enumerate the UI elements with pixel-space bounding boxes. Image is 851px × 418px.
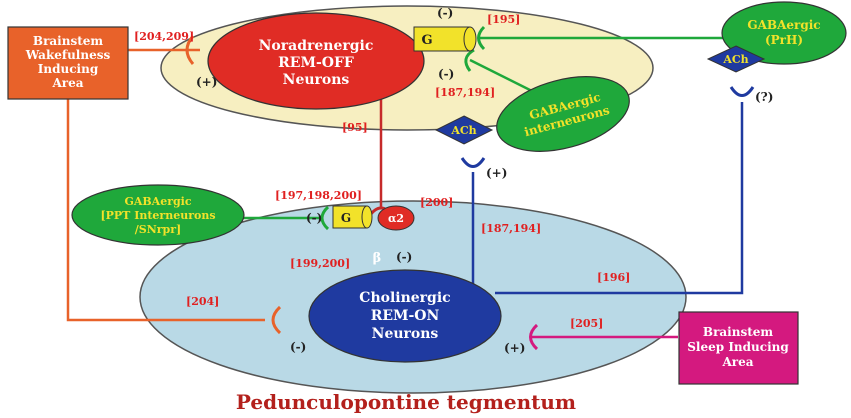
wake-to-ppt-line — [66, 98, 265, 322]
ref-199-200: [199,200] — [290, 257, 350, 270]
sign-minus-ppt: (-) — [306, 211, 322, 225]
noradrenergic-line-1: Noradrenergic — [259, 38, 374, 54]
ref-187-194-mid: [187,194] — [481, 222, 541, 235]
g-receptor-top-cap — [463, 26, 477, 52]
ach-inter-label: ACh — [450, 124, 476, 137]
ref-196: [196] — [597, 271, 630, 284]
g-receptor-mid-cap — [361, 205, 373, 229]
prh-synapse-fork — [477, 25, 486, 51]
brainstem-wake-line-4: Area — [51, 76, 83, 90]
gaba-prh-line-1: GABAergic — [747, 18, 820, 32]
diagram-title: Pedunculopontine tegmentum — [236, 390, 576, 414]
alpha2-label: α2 — [388, 212, 404, 225]
ppt-synapse-fork — [320, 205, 330, 231]
sign-plus-sleep: (+) — [504, 341, 525, 355]
beta-label: β — [373, 251, 382, 266]
inter-to-g-line — [469, 58, 541, 97]
inter-synapse-fork — [464, 48, 475, 72]
ref-204-209: [204,209] — [134, 30, 194, 43]
wake-synapse-fork — [185, 35, 195, 65]
sign-minus-top-g: (-) — [437, 6, 453, 20]
prh-ach-synapse-fork — [729, 86, 755, 97]
ach-prh-diamond — [706, 45, 766, 73]
brainstem-sleep-line-2: Sleep Inducing — [687, 340, 789, 354]
noradrenergic-line-3: Neurons — [283, 72, 350, 88]
ref-195: [195] — [487, 13, 520, 26]
g-receptor-mid-label: G — [341, 211, 351, 225]
brainstem-wake-line-2: Wakefulness — [25, 48, 111, 62]
brainstem-wake-line-1: Brainstem — [33, 34, 103, 48]
noradrenergic-line-2: REM-OFF — [278, 55, 354, 71]
gaba-ppt-line-2: [PPT Interneurons — [100, 209, 215, 222]
ref-187-194-top: [187,194] — [435, 86, 495, 99]
ref-205: [205] — [570, 317, 603, 330]
sign-minus-chol: (-) — [290, 340, 306, 354]
gaba-ppt-ellipse — [71, 184, 245, 246]
sign-minus-inter: (-) — [438, 67, 454, 81]
brainstem-wake-box — [7, 26, 129, 100]
brainstem-wake-line-3: Inducing — [38, 62, 99, 76]
ref-197-200: [197,198,200] — [275, 189, 362, 202]
noradrenergic-ellipse — [207, 12, 425, 110]
brainstem-sleep-line-3: Area — [721, 355, 753, 369]
gaba-inter-ellipse — [496, 76, 630, 152]
g-receptor-top-label: G — [421, 33, 432, 48]
ppt-orange-synapse-fork — [271, 305, 282, 335]
cholinergic-line-1: Cholinergic — [359, 290, 450, 306]
ref-95: [95] — [342, 121, 368, 134]
brainstem-sleep-box — [678, 311, 799, 385]
ach-prh-label: ACh — [722, 53, 748, 66]
gaba-ppt-line-1: GABAergic — [124, 195, 191, 208]
gaba-prh-ellipse — [721, 1, 847, 65]
sign-plus-wake: (+) — [196, 75, 217, 89]
sign-minus-alpha: (-) — [396, 250, 412, 264]
cholinergic-line-3: Neurons — [372, 326, 439, 342]
cholinergic-ellipse — [308, 269, 502, 363]
ref-204: [204] — [186, 295, 219, 308]
sign-plus-ach: (+) — [486, 166, 507, 180]
gaba-ppt-line-3: /SNrpr] — [135, 223, 182, 236]
g-receptor-top-body — [413, 26, 471, 52]
ref-200: [200] — [420, 196, 453, 209]
cholinergic-line-2: REM-ON — [371, 308, 440, 324]
ach-inter-diamond — [434, 115, 494, 145]
ach-synapse-fork — [460, 157, 486, 168]
alpha2-receptor — [377, 205, 415, 231]
chol-to-prh-line — [495, 102, 744, 295]
brainstem-sleep-line-1: Brainstem — [703, 325, 773, 339]
gaba-prh-line-2: (PrH) — [765, 33, 803, 47]
sleep-synapse-fork — [529, 323, 539, 351]
sign-q-prh: (?) — [755, 90, 773, 104]
